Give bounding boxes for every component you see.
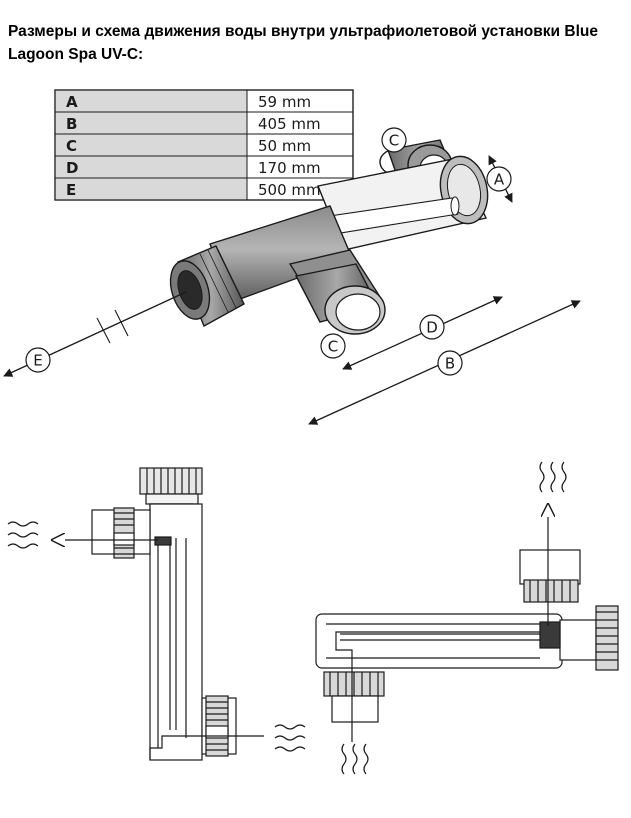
dim-row-c: C 50 mm — [66, 137, 311, 155]
bottom-union-nut — [288, 249, 386, 335]
dim-value: 170 mm — [258, 159, 321, 177]
dim-row-a: A 59 mm — [66, 93, 311, 111]
dim-value: 59 mm — [258, 93, 311, 111]
callout-d-label: D — [426, 319, 438, 337]
callout-e: E — [25, 347, 51, 373]
main-tube — [209, 155, 489, 303]
dim-key: A — [66, 93, 78, 111]
callout-a-label: A — [494, 171, 505, 189]
dimensions-table: A 59 mm B 405 mm C 50 mm D 170 mm E 500 … — [54, 89, 354, 201]
dim-row-d: D 170 mm — [66, 159, 321, 177]
dim-key: E — [66, 181, 76, 199]
callout-a: A — [486, 166, 512, 192]
dim-key: B — [66, 115, 77, 133]
callout-c-bottom: C — [320, 333, 346, 359]
callout-c-bottom-label: C — [328, 338, 338, 356]
left-end-nut — [169, 245, 245, 327]
callout-b: B — [437, 350, 463, 376]
dim-value: 405 mm — [258, 115, 321, 133]
dim-value: 500 mm — [258, 181, 321, 199]
dim-value: 50 mm — [258, 137, 311, 155]
flow-schematic-horizontal — [315, 461, 619, 775]
dim-row-e: E 500 mm — [66, 181, 321, 199]
uv-unit-3d: A C C D B E — [3, 127, 581, 425]
callout-c-top: C — [381, 127, 407, 153]
flow-schematic-vertical — [7, 467, 306, 761]
callout-c-top-label: C — [389, 132, 399, 150]
dim-row-b: B 405 mm — [66, 115, 321, 133]
callout-b-label: B — [445, 355, 455, 373]
page-title: Размеры и схема движения воды внутри уль… — [8, 23, 598, 63]
callout-d: D — [419, 314, 445, 340]
callout-e-label: E — [33, 352, 42, 370]
dim-key: C — [66, 137, 77, 155]
dim-key: D — [66, 159, 78, 177]
